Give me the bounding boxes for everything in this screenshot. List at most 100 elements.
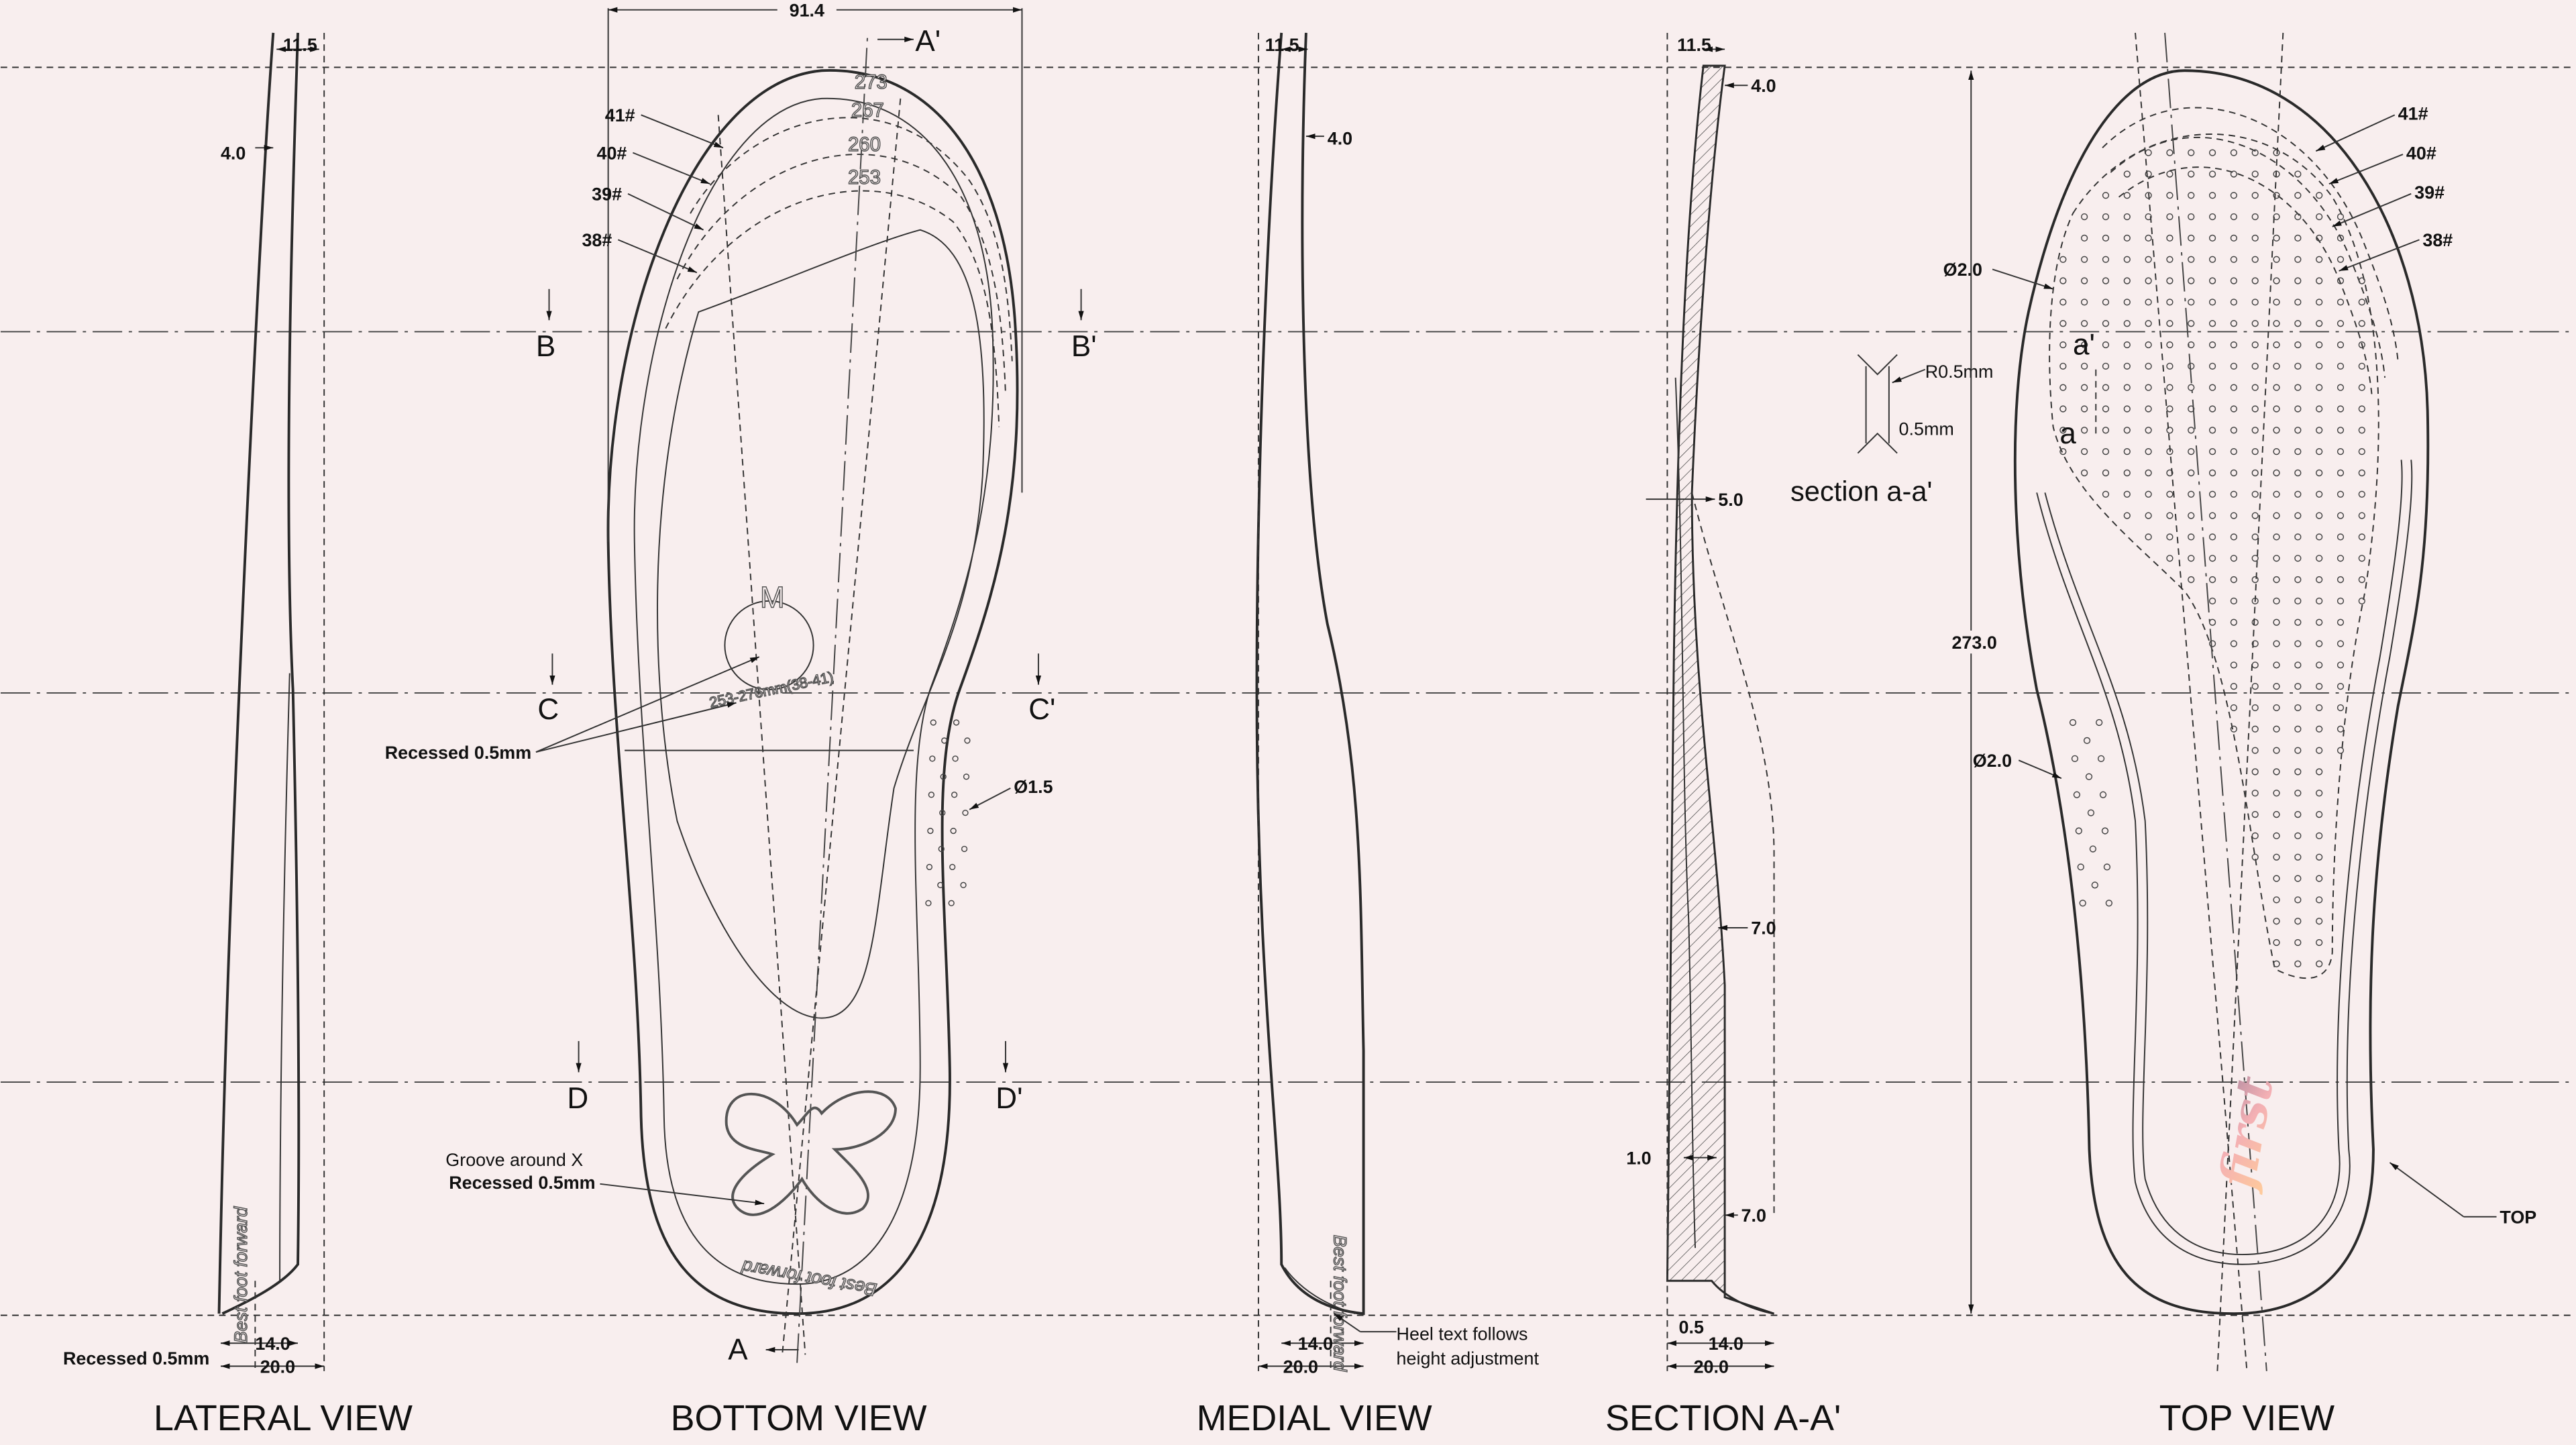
section-dim-heel: 7.0 [1741,1206,1766,1226]
perforation-hole [2316,725,2323,733]
size-mark-40: 40# [597,143,627,163]
bottom-axis-a [796,32,869,1363]
perforation-hole [2337,704,2345,712]
perforation-hole [2123,299,2131,306]
perforation-hole [2273,597,2280,605]
perforation-hole [2294,683,2302,690]
perforation-hole [2294,661,2302,669]
perforation-hole [2273,939,2280,947]
lateral-outline [217,32,275,1314]
perforation-hole [2316,661,2323,669]
perforation-hole [2316,683,2323,690]
perforation-hole [2145,405,2152,413]
medial-outline [1255,32,1365,1316]
perforation-hole [2105,900,2113,907]
perforation-hole [2208,213,2216,221]
reference-lines [0,66,2576,1316]
perforation-hole [2081,213,2088,221]
perforation-hole [2273,149,2280,156]
lateral-dim-thickness: 4.0 [221,143,246,163]
perforation-hole [2188,256,2195,263]
top-label-leader [2389,1162,2465,1218]
perforation-hole [2316,362,2323,370]
perforation-hole [2166,213,2174,221]
perforation-hole [2337,725,2345,733]
perforation-hole [2208,299,2216,306]
perforation-hole [2316,427,2323,434]
perforation-hole [2358,447,2365,456]
perforation-hole [2358,405,2365,413]
top-length-dim: 273.0 [1951,633,1996,653]
perforation-hole [2102,427,2110,434]
perforation-hole [949,863,956,871]
perforation-hole [2294,341,2302,349]
perforation-hole [2273,853,2280,861]
perforation-hole [2166,362,2174,370]
perforation-hole [2316,192,2323,199]
perforation-hole [2273,299,2280,306]
perforation-hole [938,845,945,853]
perforation-hole [2188,533,2195,541]
perforation-hole [2294,555,2302,562]
perforation-hole [2316,640,2323,647]
detail-marker-a: a [2059,417,2076,450]
perforation-hole [2208,533,2216,541]
perforation-hole [2102,234,2110,242]
perforation-hole [2294,918,2302,925]
perforation-hole [2145,299,2152,306]
perforation-hole [2123,234,2131,242]
section-dim-top: 11.5 [1677,35,1711,55]
hole-arch-leader [2018,759,2062,780]
detail-profile [1857,354,1898,454]
perforation-hole [2273,747,2280,754]
perforation-hole [2337,447,2345,456]
perforation-hole [927,827,934,835]
perforation-hole [2102,405,2110,413]
medial-dim-top: 11.5 [1265,35,1299,55]
perforation-hole [2230,512,2238,519]
perforation-hole [2273,490,2280,498]
perforation-hole [937,881,944,888]
perforation-hole [2294,960,2302,967]
section-dim-edge: 0.5 [1679,1318,1704,1338]
perforation-hole [2081,384,2088,391]
perforation-hole [2316,405,2323,413]
perforation-hole [2188,277,2195,284]
perforation-hole [2316,512,2323,519]
perforation-hole [2358,362,2365,370]
perforation-hole [2145,341,2152,349]
perforation-hole [2251,832,2259,840]
perforation-hole [2273,256,2280,263]
perforation-hole [2316,213,2323,221]
perforation-hole [2188,320,2195,327]
perforation-hole [2059,341,2067,349]
perforation-hole [2123,362,2131,370]
perforation-hole [2230,427,2238,434]
perforation-hole [2230,533,2238,541]
perforation-hole [2316,469,2323,477]
perforation-hole [2230,704,2238,712]
perforation-hole [2251,362,2259,370]
perforation-hole [2081,469,2088,477]
perforation-hole [2230,640,2238,647]
perforation-hole [2123,427,2131,434]
perforation-hole [2166,234,2174,242]
perforation-hole [2358,320,2365,327]
size-mark-39-leader [627,193,704,231]
perforation-hole [2251,234,2259,242]
perforation-hole [2316,490,2323,498]
size-length-253: 253 [848,166,881,189]
perforation-hole [2188,234,2195,242]
perforation-hole [2251,810,2259,818]
perforation-hole [2081,362,2088,370]
size-length-267: 267 [851,99,884,121]
perforation-hole [2230,384,2238,391]
section-dim-toe: 4.0 [1751,76,1776,96]
bottom-inner-lip [633,97,994,1285]
perforation-hole [2294,234,2302,242]
perforation-hole [2145,149,2152,156]
perforation-hole [2081,320,2088,327]
perforation-hole [2294,790,2302,797]
perforation-hole [2294,192,2302,199]
section-dim-arch: 7.0 [1751,918,1776,939]
